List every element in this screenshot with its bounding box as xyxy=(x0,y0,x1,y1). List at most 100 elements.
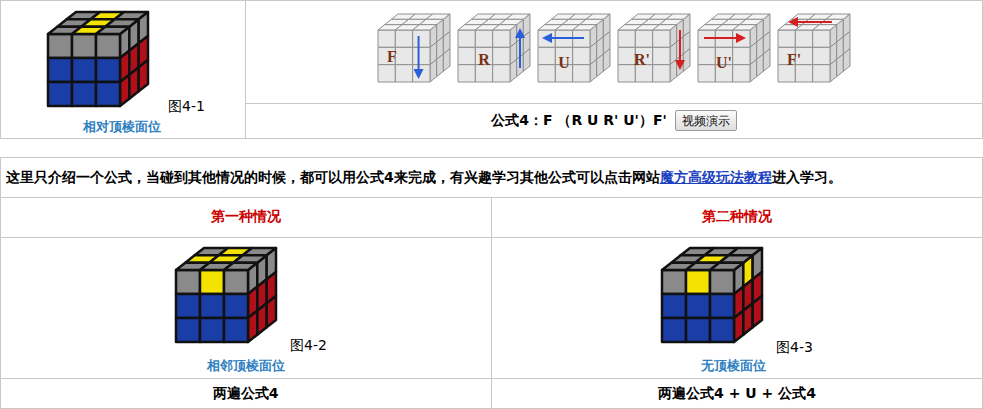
cube-sticker xyxy=(176,318,200,342)
cube-sticker xyxy=(493,30,510,47)
cube-sticker xyxy=(378,30,395,47)
cube-sticker xyxy=(176,270,200,294)
move-arrows xyxy=(419,22,832,77)
cube-sticker xyxy=(757,54,764,77)
cube-sticker xyxy=(72,82,96,106)
cube-sticker xyxy=(48,82,72,106)
cube-sticker xyxy=(499,19,523,24)
cube-sticker xyxy=(733,47,750,64)
cube-sticker xyxy=(734,311,743,342)
cube-sticker xyxy=(618,47,635,64)
solution-cell: 两遍公式4 xyxy=(0,378,491,409)
cube-sticker xyxy=(590,59,597,82)
cube-sticker xyxy=(224,294,248,318)
cube-sticker xyxy=(129,67,138,98)
cube-sticker xyxy=(413,25,437,30)
cube-sticker xyxy=(686,318,710,342)
cube-sticker xyxy=(458,30,475,47)
cell-text: 两遍公式4 + U + 公式4 xyxy=(658,385,816,403)
cube-sticker xyxy=(698,65,715,82)
cube-sticker xyxy=(224,263,257,270)
cube-sticker xyxy=(618,30,635,47)
cube-figure xyxy=(458,14,530,82)
move-letter: F' xyxy=(787,51,801,69)
cube-sticker xyxy=(395,47,412,64)
cube-sticker xyxy=(200,294,224,318)
table-rule xyxy=(246,103,983,104)
table-rule xyxy=(245,1,246,139)
cube-figure xyxy=(48,12,148,106)
cube-sticker xyxy=(573,65,590,82)
cube-sticker xyxy=(837,54,844,77)
cube-sticker xyxy=(510,59,517,82)
formula-cell: 公式4：F （R U R' U'）F'视频演示 xyxy=(245,103,983,138)
cube-sticker xyxy=(48,58,72,82)
cube-sticker xyxy=(120,75,129,106)
cube-sticker xyxy=(813,25,837,30)
cube-sticker xyxy=(72,58,96,82)
cube-sticker xyxy=(813,30,830,47)
cube-sticker xyxy=(662,270,686,294)
move-arrow xyxy=(519,30,521,68)
move-arrow xyxy=(418,36,420,77)
video-button: 视频演示 xyxy=(675,110,737,131)
cube-sticker xyxy=(710,263,743,270)
cube-sticker xyxy=(475,30,492,47)
cube-sticker xyxy=(493,65,510,82)
cube-figure xyxy=(538,14,610,82)
cube-sticker xyxy=(413,65,430,82)
cube-sticker xyxy=(653,30,670,47)
cube-figure xyxy=(176,248,276,342)
cube-sticker xyxy=(710,270,734,294)
cube-sticker xyxy=(96,58,120,82)
note-cell: 这里只介绍一个公式，当碰到其他情况的时候，都可以用公式4来完成，有兴趣学习其他公… xyxy=(0,157,983,197)
cube-sticker xyxy=(653,47,670,64)
cell-text: 两遍公式4 xyxy=(213,385,279,403)
cell-text: 视频演示 xyxy=(682,114,730,128)
cube-sticker xyxy=(743,303,752,334)
cube-sticker xyxy=(579,19,603,24)
cube-sticker xyxy=(710,294,734,318)
cube-sticker xyxy=(493,25,517,30)
cube-sticker xyxy=(378,65,395,82)
cube-sticker xyxy=(493,47,510,64)
cube-sticker xyxy=(659,19,683,24)
cube-sticker xyxy=(733,65,750,82)
cube-sticker xyxy=(573,25,597,30)
cube-figure xyxy=(698,14,770,82)
table-rule xyxy=(491,198,492,409)
cube-sticker xyxy=(139,60,148,91)
cell-text: 第一种情况 xyxy=(211,208,281,226)
cube-sticker xyxy=(48,34,72,58)
cube-sticker xyxy=(618,65,635,82)
figure-cell: 图4-2相邻顶棱面位 xyxy=(0,237,491,378)
cell-text: 图4-1 xyxy=(168,98,205,116)
cell-text: 这里只介绍一个公式，当碰到其他情况的时候，都可以用公式4来完成，有兴趣学习其他公… xyxy=(6,169,660,185)
cube-sticker xyxy=(248,311,257,342)
cube-sticker xyxy=(662,294,686,318)
cell-text: 无顶棱面位 xyxy=(701,357,766,375)
cell-text: 相对顶棱面位 xyxy=(83,118,161,136)
solution-cell: 两遍公式4 + U + 公式4 xyxy=(491,378,983,409)
cube-sticker xyxy=(443,49,450,72)
cube-sticker xyxy=(813,65,830,82)
cube-sticker xyxy=(96,34,120,58)
cube-sticker xyxy=(200,270,224,294)
cube-sticker xyxy=(538,47,555,64)
cube-sticker xyxy=(670,59,677,82)
cell-text: 图4-3 xyxy=(776,339,813,357)
move-arrow xyxy=(704,37,744,39)
cube-sticker xyxy=(603,49,610,72)
move-letter: U' xyxy=(716,54,732,72)
cube-sticker xyxy=(698,47,715,64)
cube-sticker xyxy=(224,270,248,294)
cube-sticker xyxy=(683,49,690,72)
cube-sticker xyxy=(224,318,248,342)
cube-sticker xyxy=(523,49,530,72)
cube-sticker xyxy=(200,318,224,342)
cube-figure xyxy=(662,248,762,342)
cube-sticker xyxy=(753,296,762,327)
